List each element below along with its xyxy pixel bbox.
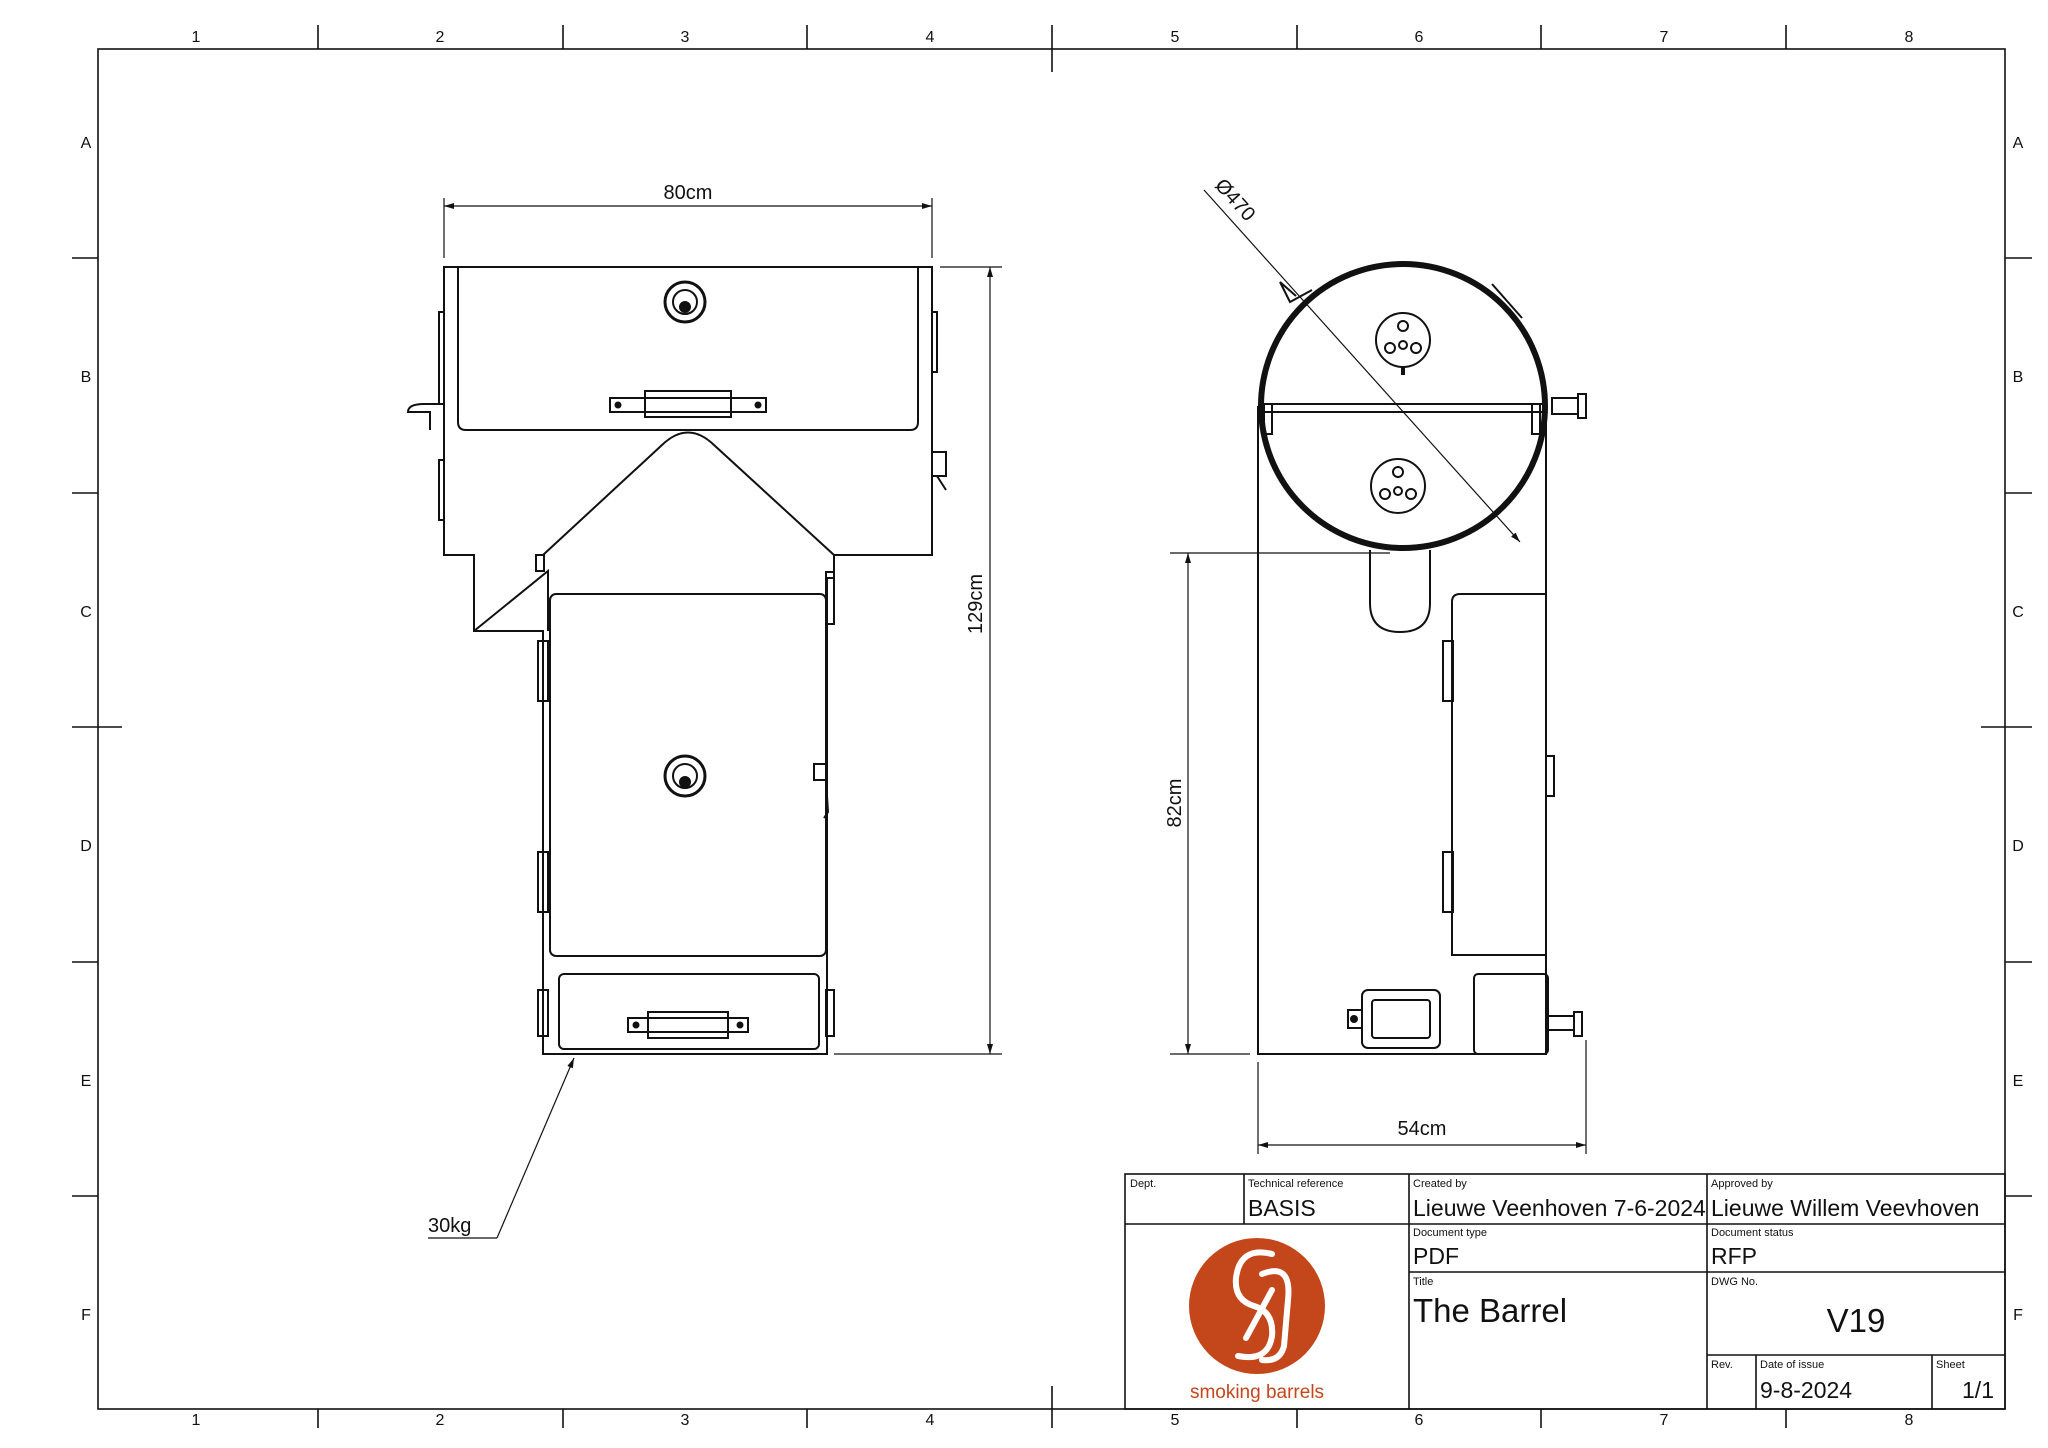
doc-type-label: Document type: [1413, 1227, 1487, 1239]
column-label-bottom: 6: [1415, 1412, 1424, 1429]
drawing-title: The Barrel: [1413, 1292, 1567, 1329]
column-label-bottom: 2: [436, 1412, 445, 1429]
barrel-clamp: [1551, 397, 1579, 415]
side-handle-left: [406, 403, 444, 430]
barrel-drum: [1258, 261, 1548, 551]
ash-drawer: [558, 973, 820, 1050]
row-label-left: C: [80, 604, 92, 621]
drip-pan: [1369, 550, 1431, 634]
row-label-left: B: [81, 369, 92, 386]
tech-ref-value: BASIS: [1248, 1195, 1316, 1221]
date-of-issue-label: Date of issue: [1760, 1359, 1824, 1371]
front-body-outline: [443, 266, 933, 1055]
door-latch: [813, 763, 830, 819]
tech-ref-label: Technical reference: [1248, 1178, 1343, 1190]
front-view: [406, 266, 947, 1055]
row-label-left: E: [81, 1073, 92, 1090]
row-label-left: A: [81, 135, 92, 152]
chimney-hood: [542, 431, 835, 556]
barrel-handle-right: [1491, 283, 1523, 319]
diameter-dimension: Ø470: [1210, 175, 1259, 226]
side-height-dimension: 82cm: [1164, 779, 1186, 828]
lid-thermometer: [663, 280, 707, 324]
dept-label: Dept.: [1130, 1178, 1156, 1190]
row-label-right: A: [2013, 135, 2024, 152]
row-label-right: E: [2013, 1073, 2024, 1090]
column-label-bottom: 3: [681, 1412, 690, 1429]
row-label-left: F: [81, 1307, 91, 1324]
door-latch-side: [1545, 755, 1555, 797]
row-label-left: D: [80, 838, 92, 855]
approved-by-value: Lieuwe Willem Veevhoven: [1711, 1195, 1979, 1221]
doc-status-value: RFP: [1711, 1243, 1757, 1269]
logo-text: smoking barrels: [1190, 1382, 1324, 1403]
column-label-bottom: 8: [1905, 1412, 1914, 1429]
top-vent: [1375, 312, 1431, 375]
created-by-label: Created by: [1413, 1178, 1467, 1190]
front-height-dimension: 129cm: [965, 574, 987, 634]
dwg-no-label: DWG No.: [1711, 1276, 1758, 1288]
column-label-top: 6: [1415, 29, 1424, 46]
weight-label: 30kg: [428, 1215, 471, 1237]
row-label-right: F: [2013, 1307, 2023, 1324]
row-label-right: C: [2012, 604, 2024, 621]
hinge: [1442, 640, 1454, 702]
column-label-top: 2: [436, 29, 445, 46]
lid-handle: [609, 390, 767, 418]
sheet-value: 1/1: [1962, 1377, 1994, 1403]
side-width-dimension: 54cm: [1398, 1118, 1447, 1140]
side-dimensions: [1170, 189, 1587, 1154]
column-label-bottom: 5: [1171, 1412, 1180, 1429]
hinge: [825, 989, 835, 1037]
drawing-frame: [72, 25, 2032, 1428]
hinge: [825, 571, 835, 625]
column-label-bottom: 1: [192, 1412, 201, 1429]
title-block: [1124, 1173, 2006, 1410]
title-label: Title: [1413, 1276, 1433, 1288]
rev-label: Rev.: [1711, 1359, 1733, 1371]
column-label-top: 1: [192, 29, 201, 46]
hinge: [1442, 851, 1454, 913]
column-label-bottom: 7: [1660, 1412, 1669, 1429]
approved-by-label: Approved by: [1711, 1178, 1773, 1190]
drawer-handle: [627, 1011, 749, 1039]
side-drawer: [1473, 973, 1549, 1055]
chute: [473, 568, 549, 632]
sheet-label: Sheet: [1936, 1359, 1965, 1371]
column-label-top: 3: [681, 29, 690, 46]
firebox-door: [549, 593, 827, 957]
column-label-bottom: 4: [926, 1412, 935, 1429]
hinge: [537, 989, 549, 1037]
side-view: [1257, 261, 1587, 1055]
hinge: [537, 640, 549, 702]
created-by-value: Lieuwe Veenhoven 7-6-2024: [1413, 1195, 1706, 1221]
control-box: [1361, 989, 1441, 1049]
column-label-top: 8: [1905, 29, 1914, 46]
row-label-right: D: [2012, 838, 2024, 855]
dwg-no-value: V19: [1827, 1302, 1886, 1339]
column-label-top: 5: [1171, 29, 1180, 46]
side-door: [1451, 593, 1547, 956]
column-label-top: 7: [1660, 29, 1669, 46]
doc-status-label: Document status: [1711, 1227, 1794, 1239]
front-width-dimension: 80cm: [664, 182, 713, 204]
bottom-vent: [1370, 458, 1426, 514]
doc-type-value: PDF: [1413, 1243, 1459, 1269]
front-dimensions: [428, 198, 1002, 1239]
zone-labels: 1 2 3 4 5 6 7 8 1 2 3 4 5 6 7 8 A B C D …: [80, 29, 2024, 1429]
hinge: [537, 851, 549, 913]
barrel-handle-left: [1279, 281, 1313, 304]
smoking-barrels-logo: [1189, 1238, 1325, 1374]
row-label-right: B: [2013, 369, 2024, 386]
column-label-top: 4: [926, 29, 935, 46]
lid: [457, 266, 919, 431]
date-of-issue-value: 9-8-2024: [1760, 1377, 1852, 1403]
door-thermometer: [663, 754, 707, 798]
